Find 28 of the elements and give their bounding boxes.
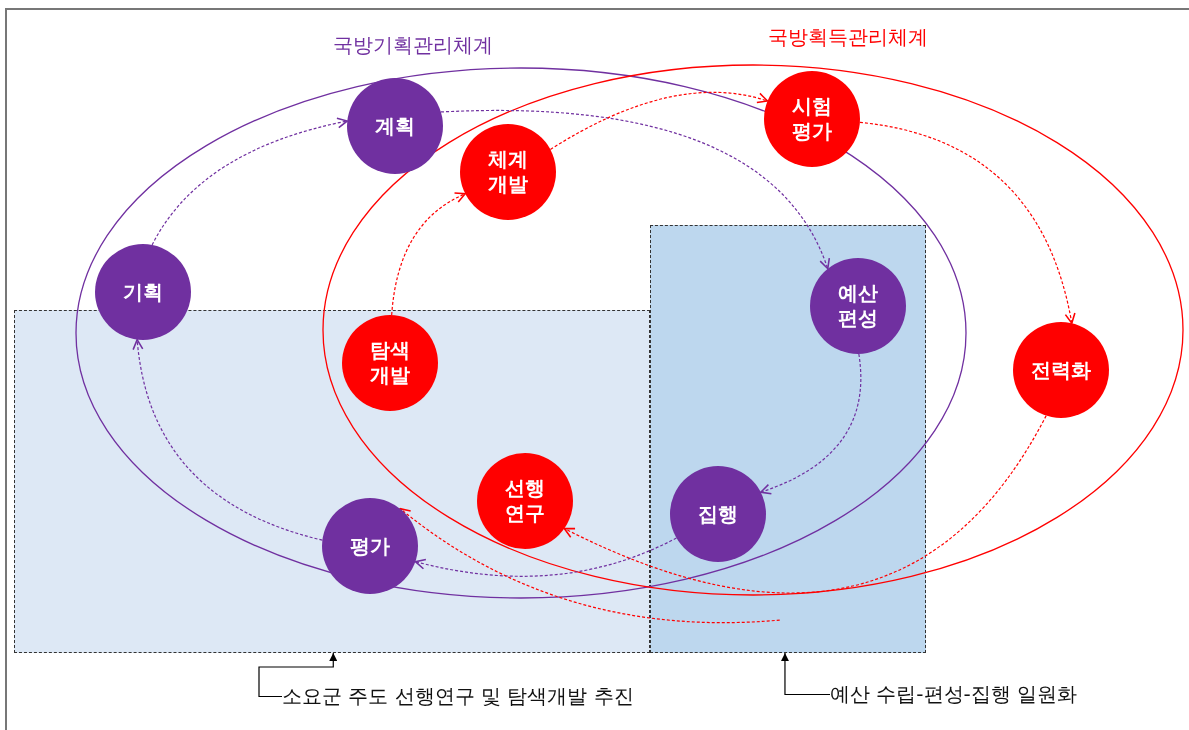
leader-line [780, 652, 831, 696]
highlight-area [650, 225, 926, 653]
arrow [151, 117, 349, 246]
arrow [399, 507, 781, 624]
stage-circle: 선행 연구 [477, 453, 573, 549]
stage-circle: 체계 개발 [460, 124, 556, 220]
stage-circle: 기획 [95, 244, 191, 340]
arrow [391, 192, 466, 316]
stage-circle: 계획 [347, 78, 443, 174]
note-text: 예산 수립-편성-집행 일원화 [830, 681, 1078, 708]
note-text: 소요군 주도 선행연구 및 탐색개발 추진 [282, 683, 634, 710]
cycle-title: 국방기획관리체계 [333, 32, 493, 59]
arrow [760, 353, 862, 495]
stage-circle: 평가 [322, 498, 418, 594]
arrow [132, 338, 323, 541]
arrow [440, 109, 830, 270]
arrow [549, 91, 769, 151]
stage-circle: 집행 [670, 466, 766, 562]
leader-line [258, 652, 338, 698]
arrow [414, 537, 678, 577]
arrow [563, 415, 1047, 593]
stage-circle: 예산 편성 [810, 258, 906, 354]
stage-circle: 전력화 [1013, 322, 1109, 418]
cycle-title: 국방획득관리체계 [768, 24, 928, 51]
arrow [859, 121, 1076, 324]
stage-circle: 탐색 개발 [342, 315, 438, 411]
stage-circle: 시험 평가 [764, 71, 860, 167]
highlight-area [14, 310, 650, 653]
